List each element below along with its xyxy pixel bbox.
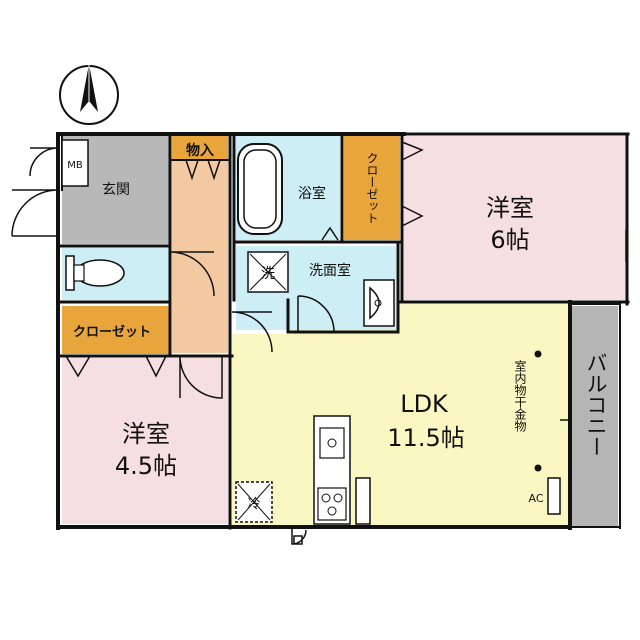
- walls: [56, 132, 630, 530]
- closet-left-label: クローゼット: [73, 324, 151, 340]
- storage-label: 物入: [186, 142, 214, 159]
- bathtub-icon: [237, 143, 283, 235]
- fridge-space: 冷: [235, 481, 273, 523]
- corridor: [172, 160, 228, 353]
- washer-label: 洗: [261, 266, 275, 282]
- toilet-icon: [65, 255, 125, 291]
- western-room-6-size: 6帖: [490, 226, 529, 254]
- mb-label: MB: [67, 160, 83, 171]
- closet-top-label: クローゼット: [365, 152, 379, 224]
- western-room-4-5-size: 4.5帖: [115, 452, 177, 480]
- ldk-name: LDK: [400, 390, 449, 418]
- closet-left-area: [62, 306, 170, 354]
- sink-icon: [363, 279, 395, 327]
- closet-top-area: [344, 136, 400, 240]
- washroom-label: 洗面室: [309, 262, 351, 279]
- entrance-label: 玄関: [102, 181, 130, 198]
- balcony-area: [570, 306, 618, 526]
- balcony-label: バルコニー: [584, 352, 608, 457]
- storage-area: [172, 136, 228, 160]
- drying-rail-hooks: [534, 350, 542, 472]
- ldk-size: 11.5帖: [387, 424, 464, 452]
- bathroom-label: 浴室: [298, 185, 326, 202]
- western-room-6-area: [404, 136, 626, 300]
- western-room-4-5-area: [62, 358, 228, 524]
- ac-unit: [547, 477, 561, 515]
- ac-label: AC: [528, 492, 543, 505]
- doors: [11, 141, 424, 545]
- mb-box: MB: [61, 139, 89, 187]
- fridge-label: 冷: [247, 497, 260, 512]
- north-arrow-icon: [59, 64, 119, 125]
- kitchen-counter: [313, 415, 371, 525]
- windows: [120, 230, 627, 527]
- western-room-4-5-name: 洋室: [122, 420, 170, 448]
- washing-machine-pan: 洗: [247, 251, 289, 293]
- drying-rail-label: 室内物干金物: [513, 359, 527, 432]
- western-room-6-name: 洋室: [486, 194, 534, 222]
